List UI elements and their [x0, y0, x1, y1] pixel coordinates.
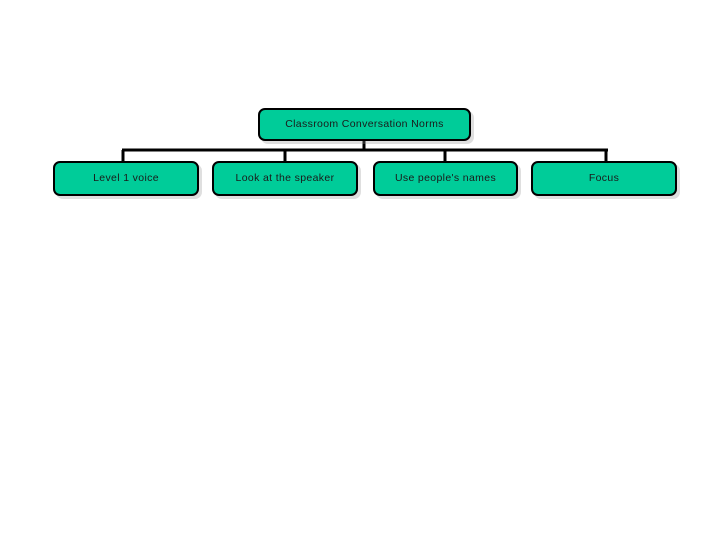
org-node-root[interactable]: Classroom Conversation Norms: [258, 108, 471, 141]
org-node-use-peoples-names[interactable]: Use people's names: [373, 161, 518, 196]
org-node-level-1-voice[interactable]: Level 1 voice: [53, 161, 199, 196]
org-node-focus[interactable]: Focus: [531, 161, 677, 196]
org-node-label: Look at the speaker: [235, 172, 335, 184]
org-node-look-at-the-speaker[interactable]: Look at the speaker: [212, 161, 358, 196]
org-node-root-label: Classroom Conversation Norms: [285, 118, 444, 130]
org-node-label: Focus: [588, 172, 620, 184]
org-node-label: Level 1 voice: [93, 172, 159, 184]
org-node-label: Use people's names: [394, 172, 497, 184]
